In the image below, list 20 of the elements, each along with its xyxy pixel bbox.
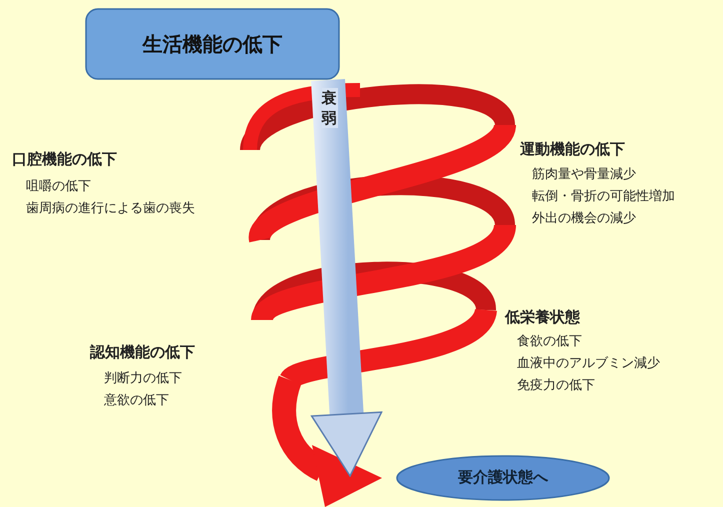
item-text: 判断力の低下: [104, 370, 182, 387]
box-label: 生活機能の低下: [141, 31, 284, 58]
edge-label: 衰弱: [322, 88, 338, 128]
item-text: 食欲の低下: [517, 333, 582, 350]
item-text: 筋肉量や骨量減少: [532, 166, 636, 183]
item-text: 転倒・骨折の可能性増加: [532, 188, 675, 205]
outcome-ellipse: [396, 455, 610, 501]
item-text: 歯周病の進行による歯の喪失: [26, 200, 195, 217]
group-heading: 運動機能の低下: [520, 140, 625, 159]
arrow: [310, 79, 382, 477]
title-box: [85, 8, 340, 80]
group-heading: 口腔機能の低下: [12, 150, 117, 169]
group-heading: 認知機能の低下: [90, 343, 195, 362]
group-heading: 低栄養状態: [505, 308, 580, 327]
item-text: 外出の機会の減少: [532, 210, 636, 227]
item-text: 意欲の低下: [104, 392, 169, 409]
item-text: 咀嚼の低下: [26, 178, 91, 195]
box-label: 要介護状態へ: [457, 468, 550, 487]
item-text: 血液中のアルブミン減少: [517, 355, 660, 372]
item-text: 免疫力の低下: [517, 377, 595, 394]
